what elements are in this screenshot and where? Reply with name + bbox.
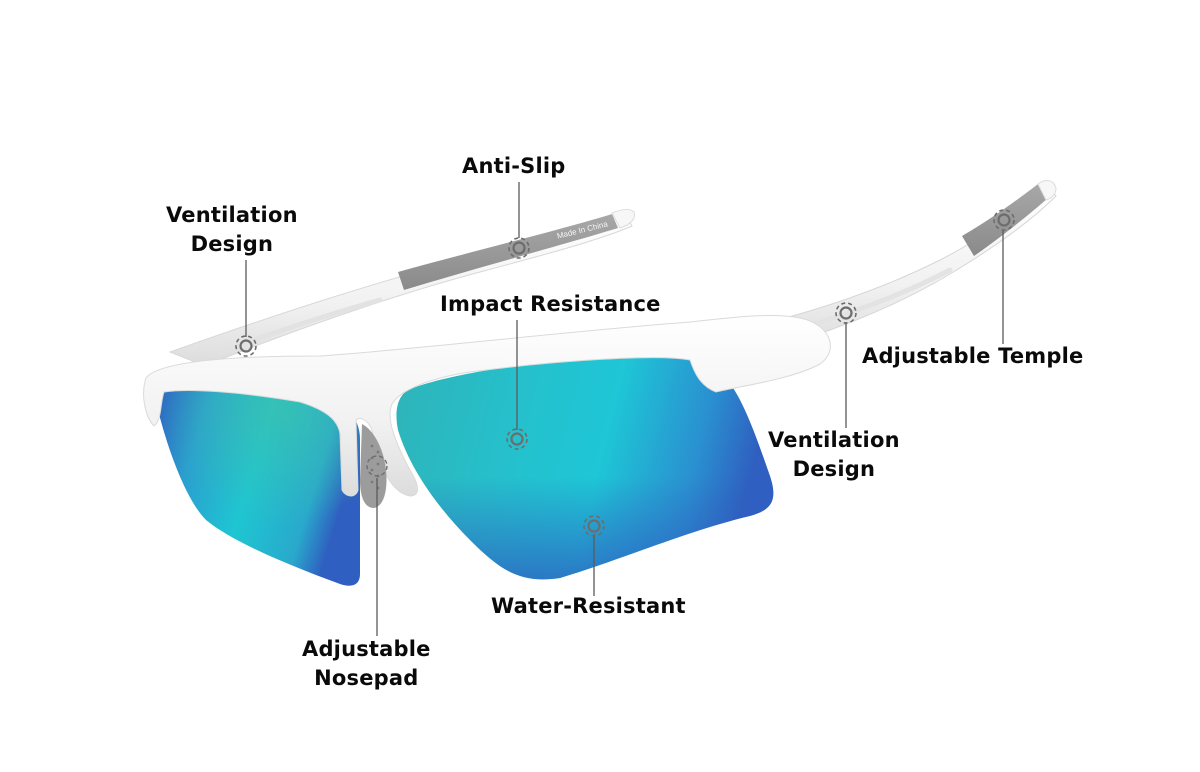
callout-text: Ventilation xyxy=(166,203,298,227)
nosepad xyxy=(360,424,387,508)
callout-ventilation-design-right: Ventilation Design xyxy=(768,426,900,484)
callout-text: Water-Resistant xyxy=(491,594,686,618)
marker-nosepad-icon xyxy=(366,455,388,477)
callout-text: Adjustable xyxy=(302,637,431,661)
right-temple-arm xyxy=(739,180,1057,353)
callout-text: Anti-Slip xyxy=(462,154,566,178)
marker-ventilation-left-icon xyxy=(235,335,257,357)
marker-adjustable-temple-icon xyxy=(993,209,1015,231)
marker-ventilation-right-icon xyxy=(835,302,857,324)
callout-text: Adjustable Temple xyxy=(862,344,1084,368)
callout-anti-slip: Anti-Slip xyxy=(462,152,566,181)
adjustable-temple-grip xyxy=(962,184,1048,256)
callout-text: Ventilation xyxy=(768,428,900,452)
callout-adjustable-temple: Adjustable Temple xyxy=(862,342,1083,371)
marker-anti-slip-icon xyxy=(508,237,530,259)
callout-water-resistant: Water-Resistant xyxy=(491,592,686,621)
marker-impact-resistance-icon xyxy=(506,428,528,450)
callout-text: Impact Resistance xyxy=(440,292,661,316)
callout-text: Design xyxy=(792,457,876,481)
callout-text: Nosepad xyxy=(314,666,419,690)
callout-text: Design xyxy=(190,232,274,256)
anti-slip-grip xyxy=(398,214,618,290)
callout-ventilation-design-left: Ventilation Design xyxy=(166,201,298,259)
callout-impact-resistance: Impact Resistance xyxy=(440,290,661,319)
frame-brow xyxy=(143,314,831,497)
marker-water-resistant-icon xyxy=(583,515,605,537)
callout-adjustable-nosepad: Adjustable Nosepad xyxy=(302,635,431,693)
feature-markers xyxy=(235,209,1015,537)
leader-lines xyxy=(245,182,1004,636)
